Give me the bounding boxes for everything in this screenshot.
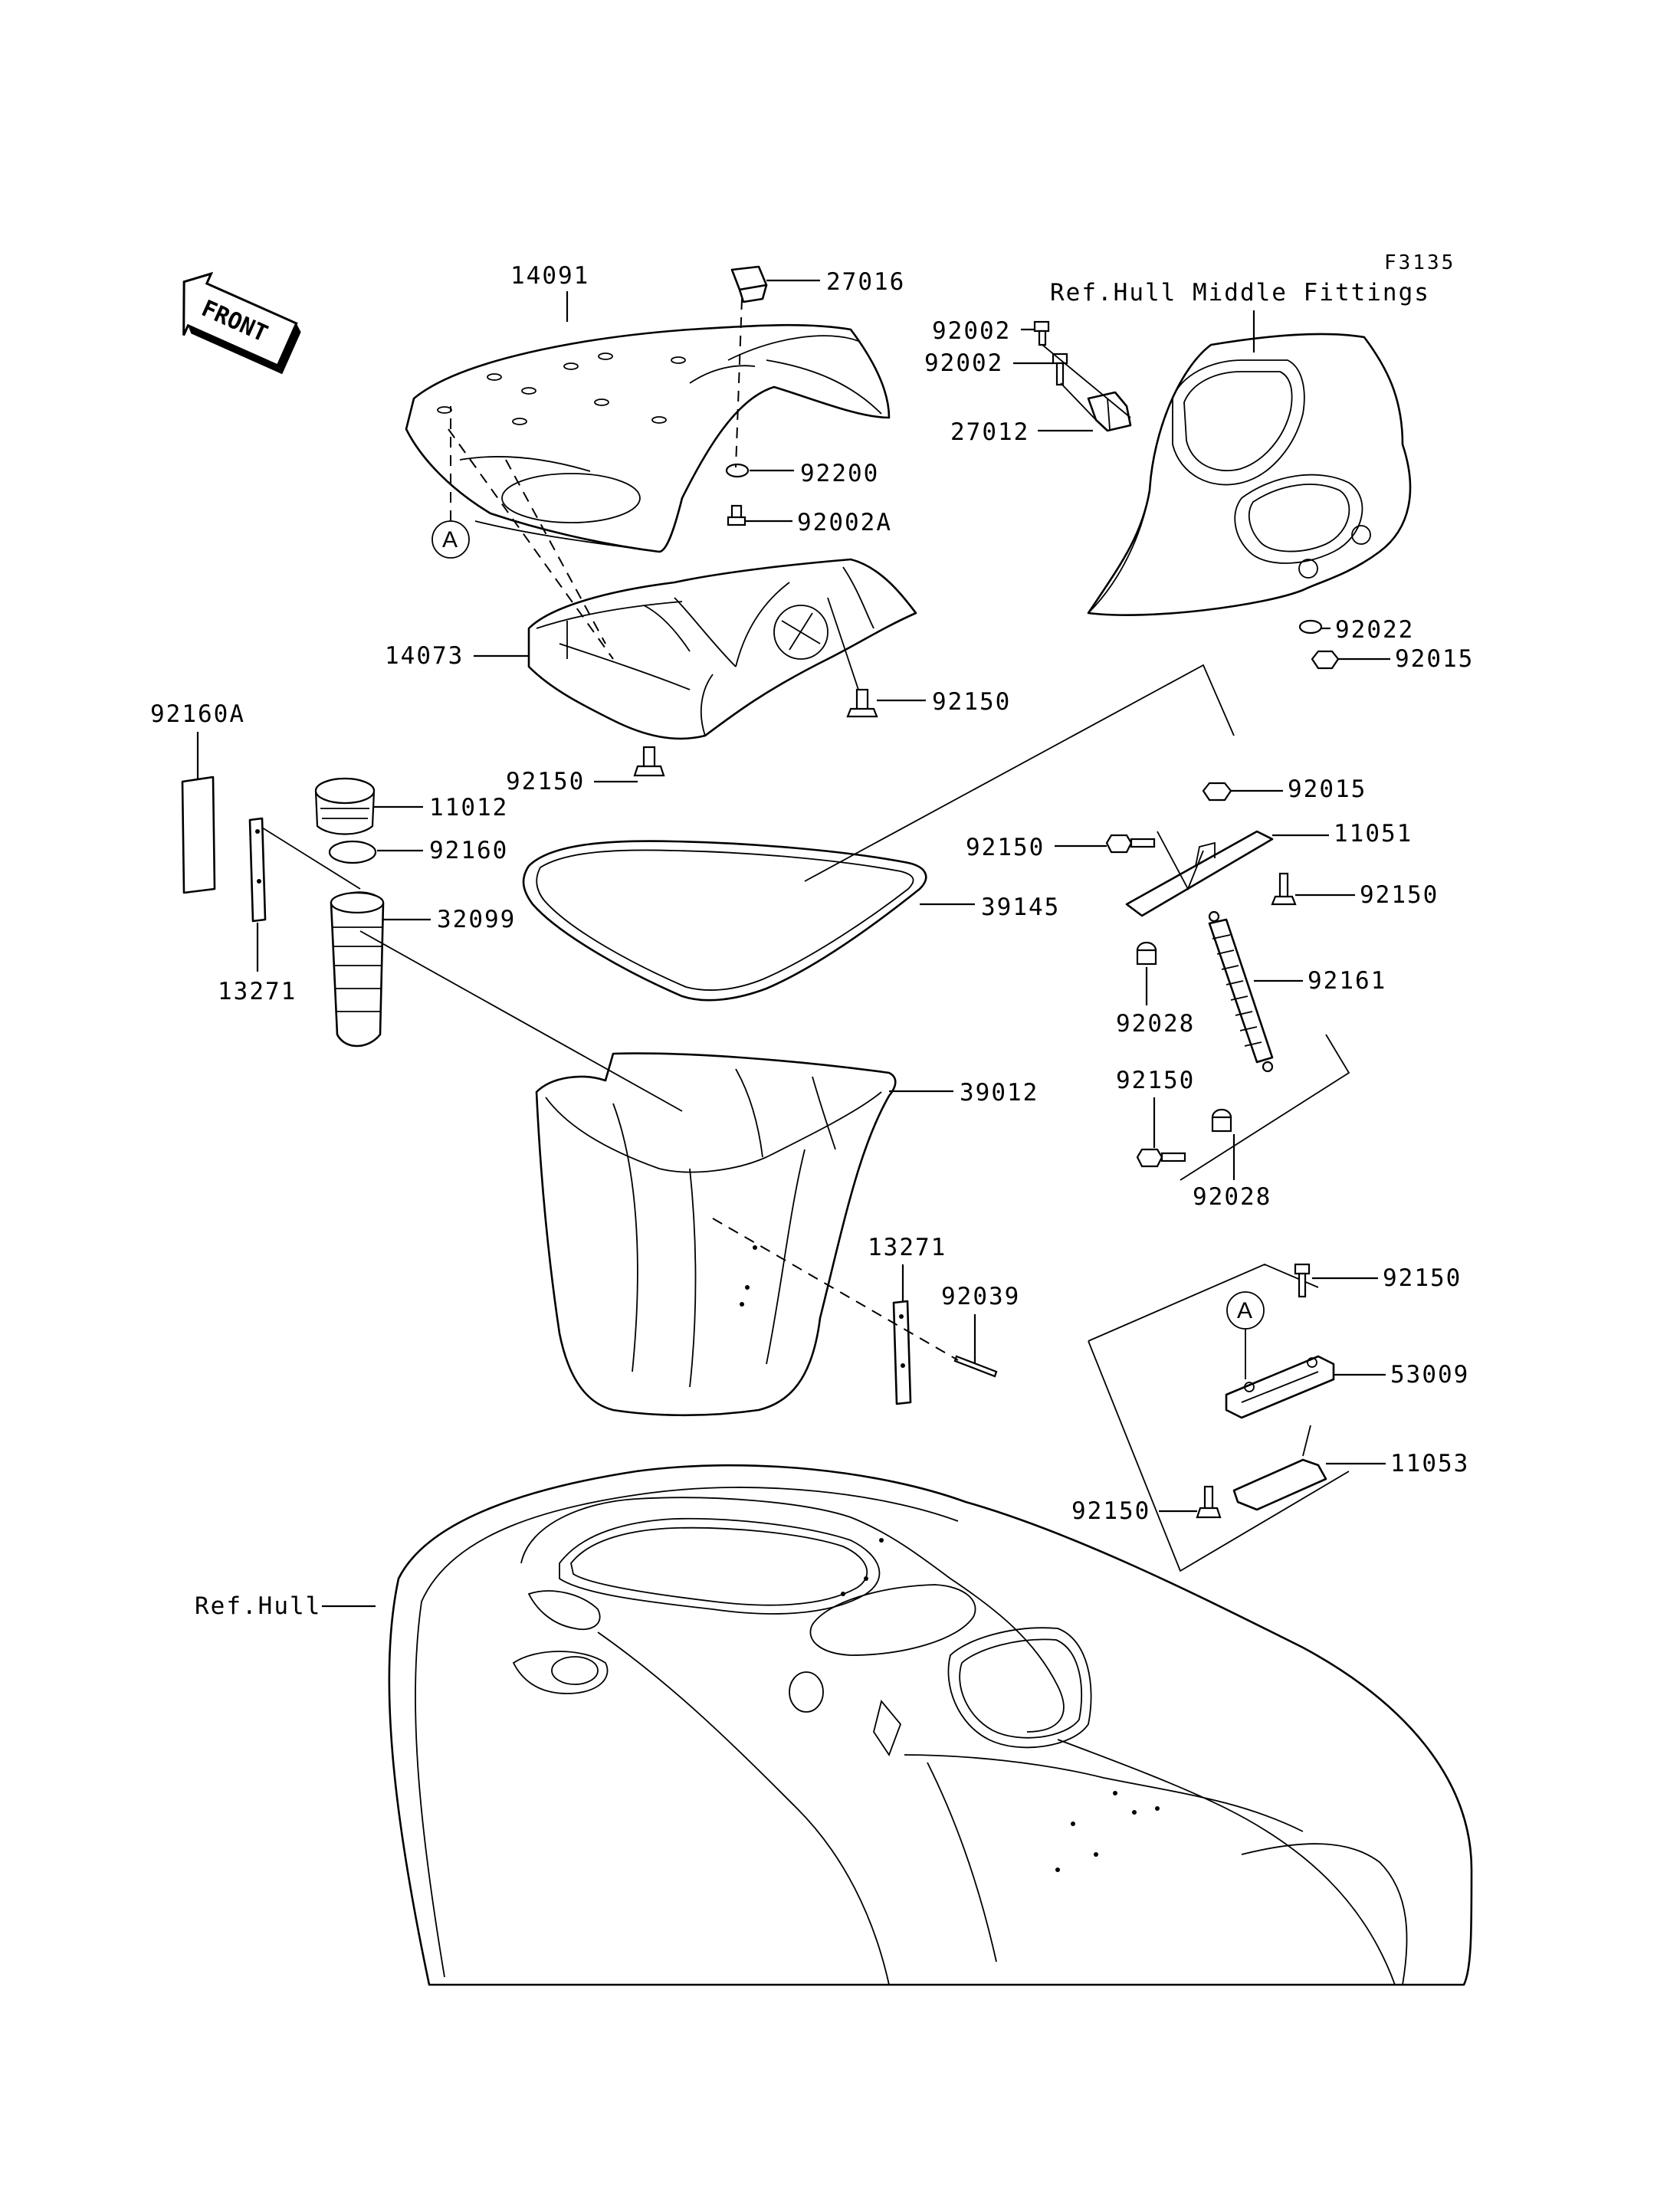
part-label-92150-f: 92150	[1383, 1264, 1462, 1292]
leader-line-bracket-11051	[1157, 831, 1204, 891]
hull	[388, 1464, 1473, 1986]
cap-11012	[314, 777, 376, 835]
seat-cover-14091	[405, 323, 891, 553]
strip-13271-right	[892, 1300, 912, 1405]
part-label-92160A: 92160A	[150, 700, 245, 728]
gasket-39145	[522, 840, 927, 1002]
washer-92200	[725, 463, 750, 478]
part-label-92015-b: 92015	[1288, 776, 1367, 803]
part-label-92002-b: 92002	[924, 349, 1003, 377]
spring-92161	[1208, 910, 1274, 1073]
part-label-92200: 92200	[800, 460, 879, 487]
leader-line-strip	[261, 827, 361, 890]
part-label-32099: 32099	[437, 906, 516, 933]
part-label-92002-a: 92002	[932, 317, 1011, 345]
bolt-92150-latch-left	[1105, 834, 1156, 854]
leader-dash-seat-1	[448, 428, 614, 660]
bolt-92150-lower-top	[1294, 1263, 1311, 1298]
leader-line-bracket-2	[1060, 382, 1097, 421]
part-label-14091: 14091	[510, 262, 589, 290]
front-arrow-icon: FRONT	[182, 271, 301, 375]
part-label-92161: 92161	[1308, 967, 1386, 995]
part-label-92150-b: 92150	[506, 768, 585, 795]
part-label-53009: 53009	[1390, 1361, 1469, 1389]
labels: 14091 27016 92200 92002A 14073 92150 921…	[150, 262, 1474, 1620]
leader-dash-latch	[735, 298, 743, 468]
strip-13271-left	[248, 817, 267, 923]
assembly-frame-upper	[804, 664, 1235, 882]
strap-92160A	[181, 776, 216, 894]
part-label-92150-g: 92150	[1071, 1497, 1150, 1525]
part-label-27016: 27016	[826, 268, 905, 296]
part-label-11053: 11053	[1390, 1450, 1469, 1477]
part-label-92028-b: 92028	[1193, 1183, 1271, 1211]
callout-a-top: A	[431, 406, 470, 559]
ref-label-hull: Ref.Hull	[195, 1592, 321, 1620]
bolt-92150-latch-right	[1271, 872, 1297, 906]
seat-base-14073	[527, 558, 917, 740]
bushing-92028-upper	[1136, 941, 1157, 966]
callout-a-right: A	[1226, 1291, 1265, 1379]
part-label-13271-b: 13271	[868, 1234, 947, 1261]
part-label-27012: 27012	[950, 418, 1029, 446]
leader-dash-seat-2	[505, 459, 606, 644]
bracket-11051	[1125, 830, 1274, 917]
bolt-92002A	[727, 504, 746, 526]
part-label-11012: 11012	[429, 794, 508, 821]
part-label-13271-a: 13271	[218, 978, 297, 1005]
part-label-92022: 92022	[1335, 616, 1414, 644]
washer-92022	[1298, 619, 1323, 635]
drain-tube-32099	[330, 891, 385, 1048]
part-label-92150-c: 92150	[966, 834, 1045, 861]
part-label-92160: 92160	[429, 837, 508, 864]
bushing-92028-lower	[1211, 1108, 1232, 1133]
bracket-27012	[1087, 391, 1132, 432]
part-label-92150-e: 92150	[1116, 1067, 1195, 1094]
nut-92015-latch	[1202, 782, 1232, 802]
ref-label-hull-middle-fittings: Ref.Hull Middle Fittings	[1050, 279, 1430, 307]
storage-bucket-39012	[535, 1052, 897, 1417]
svg-text:A: A	[1237, 1298, 1252, 1323]
assembly-frame-middle	[1180, 1034, 1350, 1181]
bolt-92150-base-left	[633, 746, 665, 777]
hull-middle-fitting	[1087, 333, 1412, 616]
latch-53009	[1225, 1355, 1335, 1419]
bolt-92002-upper	[1033, 320, 1050, 346]
part-label-92028-a: 92028	[1116, 1010, 1195, 1038]
part-label-92150-d: 92150	[1360, 881, 1439, 909]
figure-code: F3135	[1384, 251, 1455, 274]
bolt-92150-spring	[1136, 1148, 1186, 1168]
part-label-39012: 39012	[960, 1079, 1039, 1107]
plate-11053	[1232, 1458, 1327, 1511]
part-label-92015-a: 92015	[1395, 645, 1474, 673]
o-ring-92160	[328, 840, 377, 864]
part-label-92150-a: 92150	[932, 688, 1011, 716]
leader-line-bracket	[1042, 344, 1131, 418]
part-label-92039: 92039	[941, 1283, 1020, 1310]
svg-text:A: A	[442, 527, 458, 553]
assembly-frame-lower	[1088, 1264, 1350, 1572]
leader-line-plate	[1302, 1425, 1311, 1457]
nut-92015-top	[1311, 650, 1340, 670]
part-label-92002A: 92002A	[797, 509, 892, 536]
seat-latch-27016	[730, 265, 768, 303]
part-label-14073: 14073	[385, 642, 464, 670]
leader-line-tube-bucket	[359, 930, 683, 1112]
bolt-92150-lower-left	[1196, 1485, 1222, 1519]
part-label-39145: 39145	[981, 894, 1060, 921]
part-label-11051: 11051	[1334, 820, 1413, 848]
bolt-92150-base-right	[846, 688, 878, 718]
leader-dash-pin	[712, 1218, 959, 1361]
